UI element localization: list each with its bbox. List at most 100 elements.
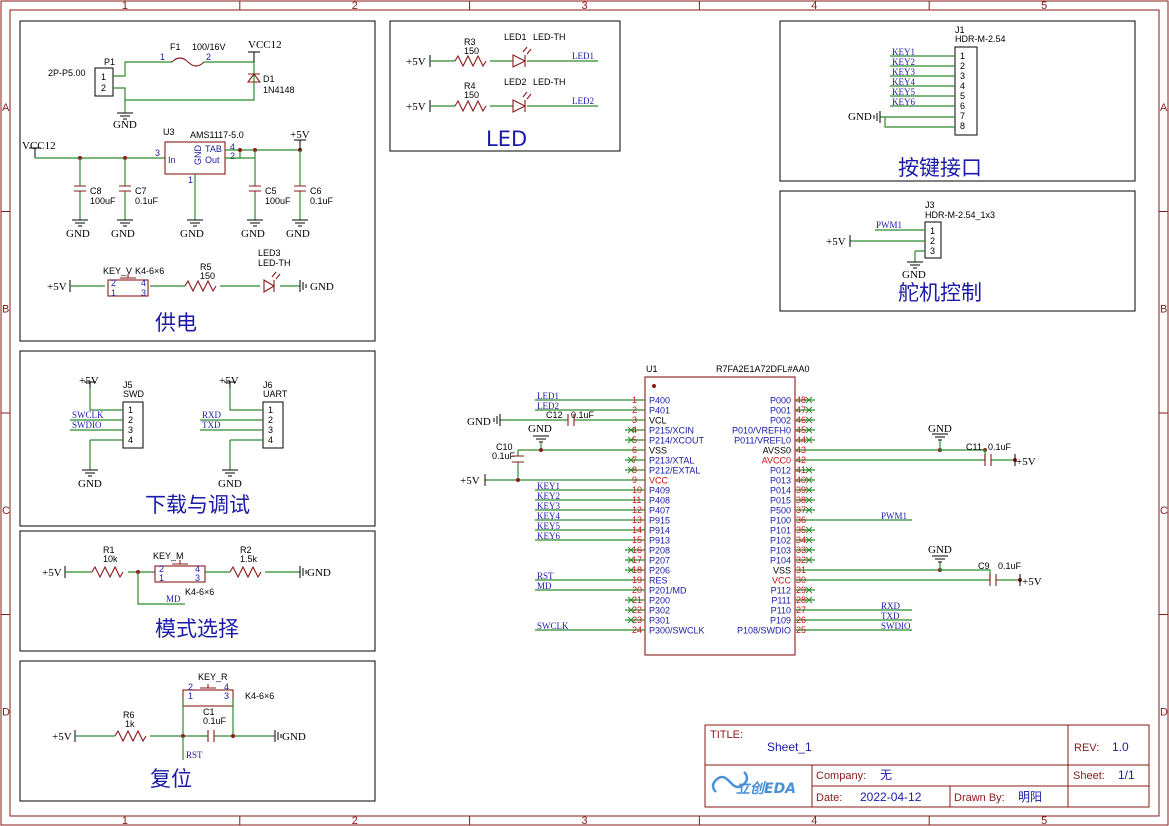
- svg-text:100uF: 100uF: [265, 196, 291, 206]
- frame-row-left-D: D: [2, 706, 10, 718]
- reset-section: KEY_R K4-6×6 2 1 4 3 +5V R6 1k C1 0.1uF …: [19, 660, 376, 802]
- u1-pin-name-27: P110: [771, 606, 791, 616]
- u1-pin-name-22: P302: [649, 606, 670, 616]
- gnd-label-u3: GND: [180, 228, 204, 240]
- c12-value: 0.1uF: [571, 410, 595, 420]
- u1-pin-num-6: 6: [632, 445, 637, 455]
- keyr-value: K4-6×6: [245, 691, 274, 701]
- r2-resistor-symbol: [229, 565, 262, 579]
- frame-row-right-D: D: [1160, 706, 1168, 718]
- plus5v-label-vcc-left: +5V: [460, 475, 480, 487]
- svg-text:C6: C6: [310, 186, 322, 196]
- frame-col-top-5: 5: [1041, 0, 1047, 12]
- keys-section-title: 按键接口: [898, 156, 982, 180]
- u1-pin-name-46: P002: [770, 416, 791, 426]
- led2-ref: LED2: [504, 77, 527, 87]
- vcc12-label-reg: VCC12: [22, 140, 56, 152]
- u1-pin-num-5: 5: [632, 435, 637, 445]
- net-label-rst-reset: RST: [186, 750, 203, 760]
- frame-row-left-C: C: [2, 505, 10, 517]
- u1-pin-num-17: 17: [632, 555, 642, 565]
- c9-capacitor-symbol: [989, 574, 997, 586]
- u1-pin-name-5: P214/XCOUT: [649, 436, 705, 446]
- u1-pin-num-23: 23: [632, 615, 642, 625]
- u1-pin-num-42: 42: [796, 455, 806, 465]
- keym-pin-3: 3: [195, 573, 200, 583]
- led2-value: LED-TH: [533, 77, 566, 87]
- u1-pin-name-37: P500: [770, 506, 791, 516]
- u1-pin-name-24: P300/SWCLK: [649, 626, 705, 636]
- u1-pin-name-11: P408: [649, 496, 670, 506]
- c11-capacitor-symbol: [984, 454, 992, 466]
- gnd-label-p1: GND: [113, 119, 137, 131]
- net-label-key2-j1: KEY2: [892, 57, 915, 67]
- r6-value: 1k: [125, 719, 135, 729]
- u1-pin-name-29: P112: [771, 586, 791, 596]
- c9-ref: C9: [978, 561, 990, 571]
- c10-ref: C10: [496, 442, 513, 452]
- lceda-logo: 立创EDA: [711, 771, 796, 797]
- net-label-pwm1-j3: PWM1: [876, 220, 902, 230]
- u1-pin-name-33: P103: [770, 546, 791, 556]
- u1-mcu-body: [644, 376, 796, 656]
- r6-ref: R6: [123, 710, 135, 720]
- plus5v-label-j6: +5V: [219, 375, 239, 387]
- net-label-led1: LED1: [572, 51, 594, 61]
- j5-ref: J5: [123, 380, 133, 390]
- u3-pin-num-1: 1: [188, 175, 193, 185]
- r3-resistor-symbol: [454, 54, 487, 68]
- r6-resistor-symbol: [114, 729, 147, 743]
- frame-col-bottom-4: 4: [811, 815, 817, 826]
- u1-pin-name-23: P301: [649, 616, 670, 626]
- u1-pin-name-41: P012: [770, 466, 791, 476]
- u1-pin-num-25: 25: [796, 625, 806, 635]
- u1-pin-num-36: 36: [796, 515, 806, 525]
- keym-pin-2: 2: [159, 564, 164, 574]
- u1-pin-num-21: 21: [632, 595, 642, 605]
- u1-pin-num-31: 31: [796, 565, 806, 575]
- u1-pin-name-1: P400: [649, 396, 670, 406]
- u1-pin-name-7: P213/XTAL: [649, 456, 694, 466]
- u1-pin-num-48: 48: [796, 395, 806, 405]
- u1-pin-name-9: VCC: [649, 476, 669, 486]
- plus5v-label-vcc-right: +5V: [1022, 576, 1042, 588]
- j1-pin-2: 2: [960, 61, 965, 71]
- svg-text:GND: GND: [286, 228, 310, 240]
- u1-pin-num-14: 14: [632, 525, 642, 535]
- u1-pin-name-25: P108/SWDIO: [737, 626, 791, 636]
- keym-pin-1: 1: [159, 573, 164, 583]
- j6-pin-1: 1: [268, 405, 273, 415]
- frame-col-bottom-3: 3: [582, 815, 588, 826]
- led1-symbol: [512, 54, 527, 68]
- u1-pin-num-7: 7: [632, 455, 637, 465]
- keyv-pin-3: 3: [141, 288, 146, 298]
- keyr-pin-1: 1: [188, 691, 193, 701]
- u1-pin-num-45: 45: [796, 425, 806, 435]
- u1-pin-num-30: 30: [796, 575, 806, 585]
- u1-pin-num-2: 2: [632, 405, 637, 415]
- j1-pin-5: 5: [960, 91, 965, 101]
- keys-section: J1 HDR-M-2.54 12345678KEY1KEY2KEY3KEY4KE…: [779, 20, 1136, 182]
- u1-pin-num-1: 1: [632, 395, 637, 405]
- u3-pin-num-4: 4: [230, 142, 235, 152]
- keyr-ref: KEY_R: [198, 672, 228, 682]
- j5-pin-1: 1: [128, 405, 133, 415]
- net-label-rxd-u1: RXD: [881, 601, 901, 611]
- lceda-logo-text: 立创EDA: [736, 780, 796, 797]
- net-label-led2-u1: LED2: [537, 401, 559, 411]
- u1-pin-num-16: 16: [632, 545, 642, 555]
- led-section-title: LED: [486, 127, 527, 151]
- keym-pin-4: 4: [195, 564, 200, 574]
- net-label-key4-u1: KEY4: [537, 511, 560, 521]
- u1-pin-name-3: VCL: [649, 416, 667, 426]
- keym-switch-body: [154, 565, 206, 583]
- frame-col-top-4: 4: [811, 0, 817, 12]
- u1-pin-name-4: P215/XCIN: [649, 426, 694, 436]
- u3-pin-in: In: [168, 155, 176, 165]
- u1-pin-name-2: P401: [649, 406, 670, 416]
- gnd-label-j3: GND: [902, 269, 926, 281]
- r3-value: 150: [464, 46, 479, 56]
- u1-pin-name-39: P014: [770, 486, 791, 496]
- j6-header-body: [262, 401, 284, 449]
- f1-value: 100/16V: [192, 42, 226, 52]
